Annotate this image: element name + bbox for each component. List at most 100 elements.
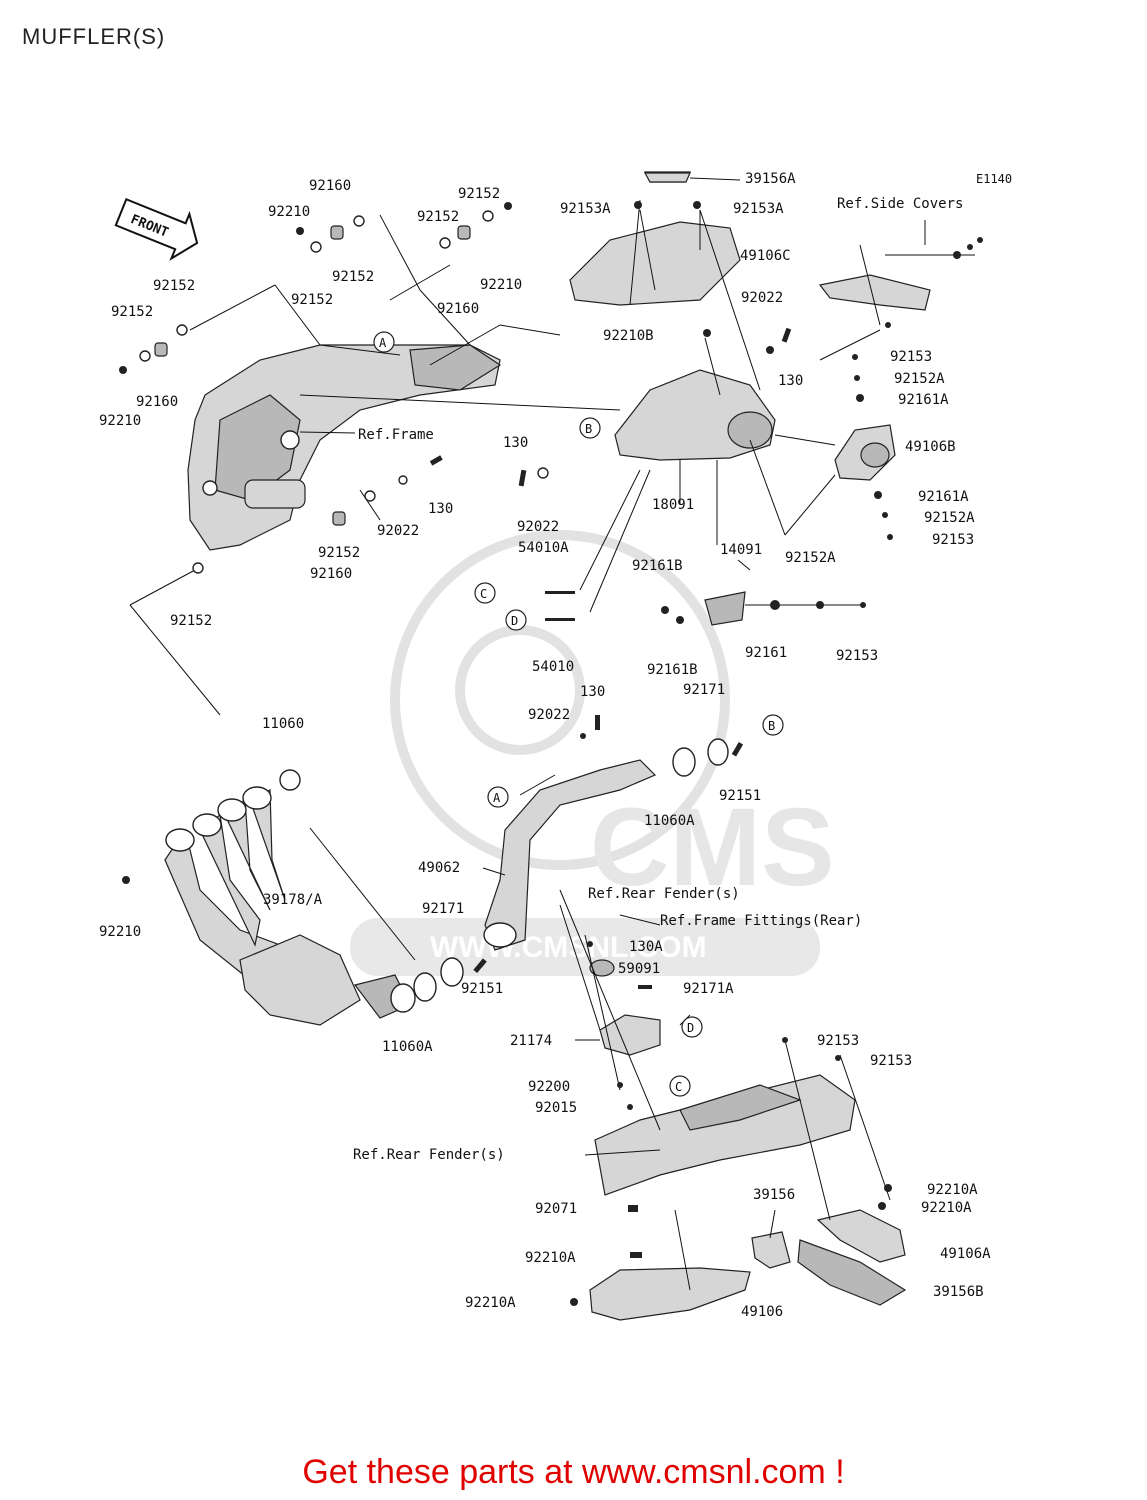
ref-frame-fittings: Ref.Frame Fittings(Rear)	[660, 913, 862, 929]
part-label: 92161	[745, 645, 787, 661]
part-label: 92152A	[785, 550, 836, 566]
part-label: 49106C	[740, 248, 791, 264]
ref-frame: Ref.Frame	[358, 427, 434, 443]
part-label: 92210A	[927, 1182, 978, 1198]
part-label: 92022	[528, 707, 570, 723]
fasteners	[119, 201, 983, 1306]
part-label: 130	[428, 501, 453, 517]
part-label: 92153	[836, 648, 878, 664]
part-label: 92152A	[894, 371, 945, 387]
part-label: 92022	[741, 290, 783, 306]
watermark-logo: CMS WWW.CMSNL.COM	[350, 530, 834, 976]
part-label: 92200	[528, 1079, 570, 1095]
muffler-body-18091	[614, 369, 776, 626]
gasket-11060A-lower	[413, 972, 437, 1002]
part-label: 92152	[111, 304, 153, 320]
part-label: 92152	[417, 209, 459, 225]
clamp-92171-lower	[440, 957, 464, 987]
part-label: 54010A	[518, 540, 569, 556]
frame-outline	[187, 344, 502, 551]
lead-lines	[129, 177, 975, 1291]
exhaust-manifold-39178A	[164, 786, 416, 1026]
part-label: 92153	[817, 1033, 859, 1049]
part-labels: 92160 92210 92152 92152 92152 92152 9221…	[99, 171, 991, 1320]
ref-rear-fender-top: Ref.Rear Fender(s)	[588, 886, 740, 902]
callout-b-1: B	[585, 422, 592, 436]
part-label: 59091	[618, 961, 660, 977]
ref-rear-fender-bottom: Ref.Rear Fender(s)	[353, 1147, 505, 1163]
part-label: 92161A	[898, 392, 949, 408]
callout-d-2: D	[687, 1021, 694, 1035]
part-label: 130	[580, 684, 605, 700]
part-label: 49106B	[905, 439, 956, 455]
part-label: 92153A	[733, 201, 784, 217]
part-label: 92152	[291, 292, 333, 308]
diagram-code: E1140	[976, 172, 1012, 186]
front-arrow-icon: FRONT	[114, 197, 199, 261]
part-label: 92160	[310, 566, 352, 582]
part-label: 92152	[318, 545, 360, 561]
part-label: 92210A	[525, 1250, 576, 1266]
part-label: 92210A	[921, 1200, 972, 1216]
part-label: 92171	[683, 682, 725, 698]
part-label: 11060A	[382, 1039, 433, 1055]
part-label: 39156B	[933, 1284, 984, 1300]
page-title: MUFFLER(S)	[22, 24, 166, 49]
part-label: 92015	[535, 1100, 577, 1116]
bracket-21174	[589, 959, 661, 1056]
side-cover-shape	[818, 274, 931, 311]
part-label: 11060A	[644, 813, 695, 829]
part-label: 92153	[890, 349, 932, 365]
callout-b-2: B	[768, 719, 775, 733]
part-label: 130	[778, 373, 803, 389]
cover-49106	[589, 1267, 751, 1321]
part-label: 92210	[99, 924, 141, 940]
gasket-11060	[279, 769, 301, 791]
pad-39156	[751, 1231, 791, 1269]
watermark-url: WWW.CMSNL.COM	[430, 931, 707, 964]
part-label: 39156A	[745, 171, 796, 187]
part-label: 49106	[741, 1304, 783, 1320]
part-label: 92152	[332, 269, 374, 285]
part-label: 92022	[517, 519, 559, 535]
part-label: 92210	[480, 277, 522, 293]
part-label: 92022	[377, 523, 419, 539]
part-label: 21174	[510, 1033, 552, 1049]
pad-39156A	[643, 172, 691, 183]
part-label: 92153A	[560, 201, 611, 217]
part-label: 92171A	[683, 981, 734, 997]
part-label: 92210	[268, 204, 310, 220]
part-label: 92151	[719, 788, 761, 804]
rear-fender-lower	[594, 1074, 856, 1196]
part-label: 39178/A	[263, 892, 323, 908]
part-label: 39156	[753, 1187, 795, 1203]
part-label: 49106A	[940, 1246, 991, 1262]
callout-circles: A B C D A B D C	[373, 331, 784, 1097]
callout-c-2: C	[675, 1080, 682, 1094]
part-label: 92151	[461, 981, 503, 997]
link-pipe-49062	[483, 738, 729, 951]
part-label: 92161B	[647, 662, 698, 678]
part-label: 92152A	[924, 510, 975, 526]
watermark-text: CMS	[590, 786, 834, 909]
part-label: 92160	[136, 394, 178, 410]
part-label: 49062	[418, 860, 460, 876]
part-label: 92153	[932, 532, 974, 548]
part-label: 92171	[422, 901, 464, 917]
part-label: 11060	[262, 716, 304, 732]
cover-49106C	[569, 171, 741, 306]
ref-side-covers: Ref.Side Covers	[837, 196, 963, 212]
part-label: 92152	[458, 186, 500, 202]
callout-a-2: A	[493, 791, 501, 805]
part-label: 92152	[153, 278, 195, 294]
part-label: 92210	[99, 413, 141, 429]
footer-link[interactable]: Get these parts at www.cmsnl.com !	[302, 1453, 845, 1491]
part-label: 92160	[437, 301, 479, 317]
cover-49106A	[816, 1209, 906, 1263]
part-label: 92152	[170, 613, 212, 629]
part-label: 54010	[532, 659, 574, 675]
callout-d-1: D	[511, 614, 518, 628]
part-label: 92153	[870, 1053, 912, 1069]
part-label: 92161A	[918, 489, 969, 505]
